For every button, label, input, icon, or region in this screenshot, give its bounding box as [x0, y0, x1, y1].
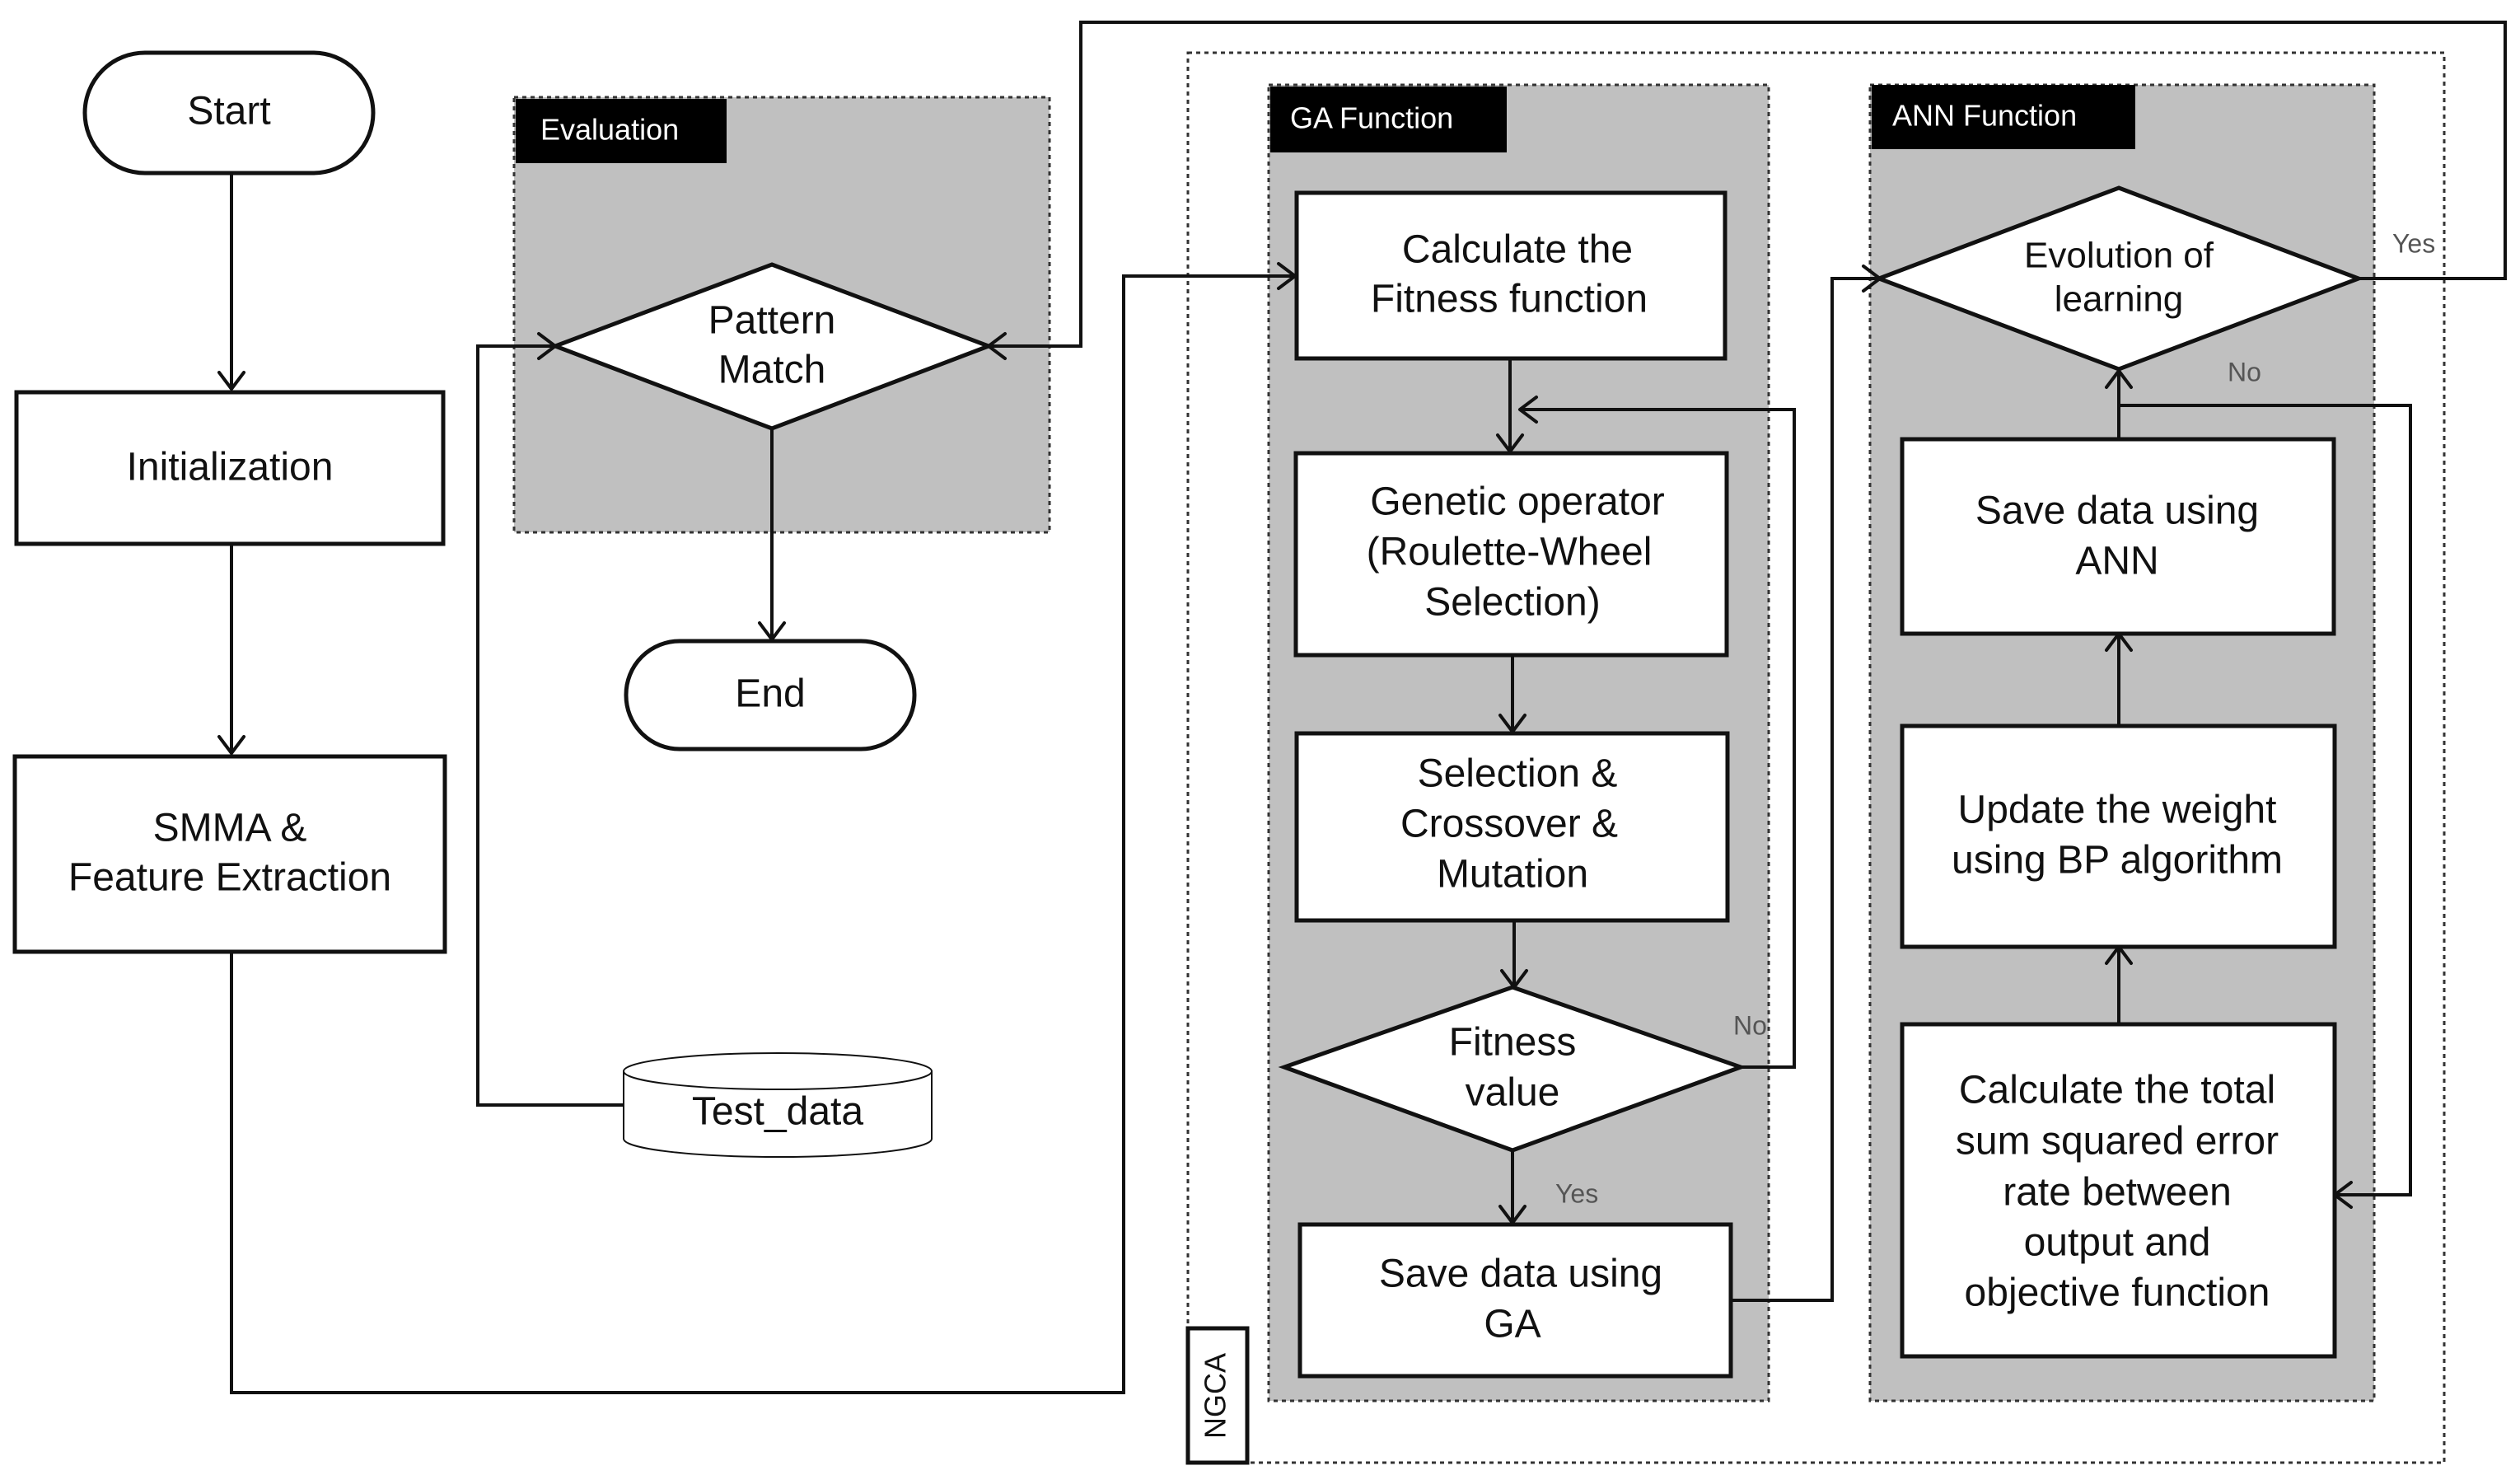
- calc-error-label-line5: objective function: [1965, 1271, 2270, 1315]
- save-ann-label-line1: Save data using: [1975, 489, 2259, 533]
- evolution-label-line1: Evolution of: [2024, 236, 2214, 276]
- calc-error-node: [1900, 1022, 2337, 1359]
- selection-crossover-label-line2: Crossover &: [1400, 803, 1618, 846]
- test-data-node: [623, 1052, 933, 1158]
- fitness-value-label-line2: value: [1466, 1071, 1560, 1115]
- selection-crossover-node: [1294, 731, 1730, 923]
- save-ga-label-line1: Save data using: [1379, 1253, 1662, 1296]
- edge-savega-evolution: [1731, 277, 1878, 1302]
- end-node: [624, 639, 917, 752]
- evaluation-tag-label: Evaluation: [540, 113, 679, 147]
- pattern-match-node: [549, 262, 995, 431]
- calc-fitness-node: [1294, 190, 1728, 361]
- ngca-tag-label: NGCA: [1199, 1353, 1232, 1439]
- genetic-operator-label-line2: (Roulette-Wheel: [1367, 531, 1653, 574]
- ann-function-tag: [1872, 85, 2135, 149]
- selection-crossover-label-line3: Mutation: [1437, 853, 1588, 897]
- evolution-label-line2: learning: [2055, 279, 2184, 320]
- calc-error-label-line2: sum squared error: [1956, 1120, 2279, 1164]
- calc-fitness-label-line1: Calculate the: [1402, 228, 1633, 272]
- end-label: End: [735, 672, 805, 716]
- smma-label-line2: Feature Extraction: [68, 856, 391, 900]
- save-ga-label-line2: GA: [1484, 1303, 1541, 1346]
- pattern-match-label-line2: Match: [718, 349, 826, 392]
- save-ann-label-line2: ANN: [2075, 540, 2158, 583]
- evaluation-tag: [516, 99, 727, 163]
- edge-fitness-no-loop: [1522, 408, 1796, 1069]
- smma-node: [12, 754, 447, 954]
- evolution-yes-label: Yes: [2392, 228, 2435, 258]
- fitness-value-label-line1: Fitness: [1449, 1021, 1577, 1065]
- arrowhead-fitness-no: [1518, 396, 1538, 424]
- start-label: Start: [187, 90, 270, 133]
- fitness-yes-label: Yes: [1555, 1178, 1598, 1208]
- ga-function-tag-label: GA Function: [1290, 101, 1453, 135]
- arrowhead-init: [217, 371, 245, 391]
- update-weight-label-line2: using BP algorithm: [1952, 839, 2283, 883]
- ann-function-tag-label: ANN Function: [1892, 99, 2077, 133]
- initialization-node: [14, 390, 446, 546]
- evolution-no-label: No: [2228, 357, 2261, 386]
- edge-smma-ga: [230, 274, 1293, 1394]
- selection-crossover-label-line1: Selection &: [1418, 752, 1618, 796]
- calc-error-label-line4: output and: [2024, 1221, 2211, 1265]
- genetic-operator-node: [1293, 451, 1729, 658]
- initialization-label: Initialization: [127, 446, 334, 489]
- pattern-match-label-line1: Pattern: [708, 299, 836, 343]
- start-node: [82, 50, 376, 176]
- fitness-value-node: [1278, 985, 1747, 1153]
- smma-label-line1: SMMA &: [153, 807, 307, 850]
- evolution-node: [1872, 185, 2365, 372]
- calc-error-label-line3: rate between: [2003, 1171, 2232, 1215]
- calc-fitness-label-line2: Fitness function: [1371, 278, 1648, 321]
- arrowhead-smma: [217, 735, 245, 755]
- edge-evolution-no-loop: [2119, 404, 2412, 1196]
- update-weight-label-line1: Update the weight: [1958, 789, 2277, 832]
- save-ga-node: [1297, 1222, 1733, 1379]
- edge-evolution-yes-pattern: [990, 21, 2507, 348]
- calc-error-label-line1: Calculate the total: [1959, 1069, 2275, 1112]
- edge-testdata-pattern: [476, 344, 624, 1107]
- ga-function-tag: [1270, 87, 1507, 152]
- fitness-no-label: No: [1733, 1010, 1767, 1040]
- genetic-operator-label-line1: Genetic operator: [1370, 480, 1665, 524]
- ngca-tag: [1185, 1326, 1250, 1465]
- save-ann-node: [1900, 437, 2336, 636]
- update-weight-node: [1900, 723, 2337, 949]
- test-data-label: Test_data: [692, 1090, 863, 1134]
- genetic-operator-label-line3: Selection): [1424, 581, 1600, 625]
